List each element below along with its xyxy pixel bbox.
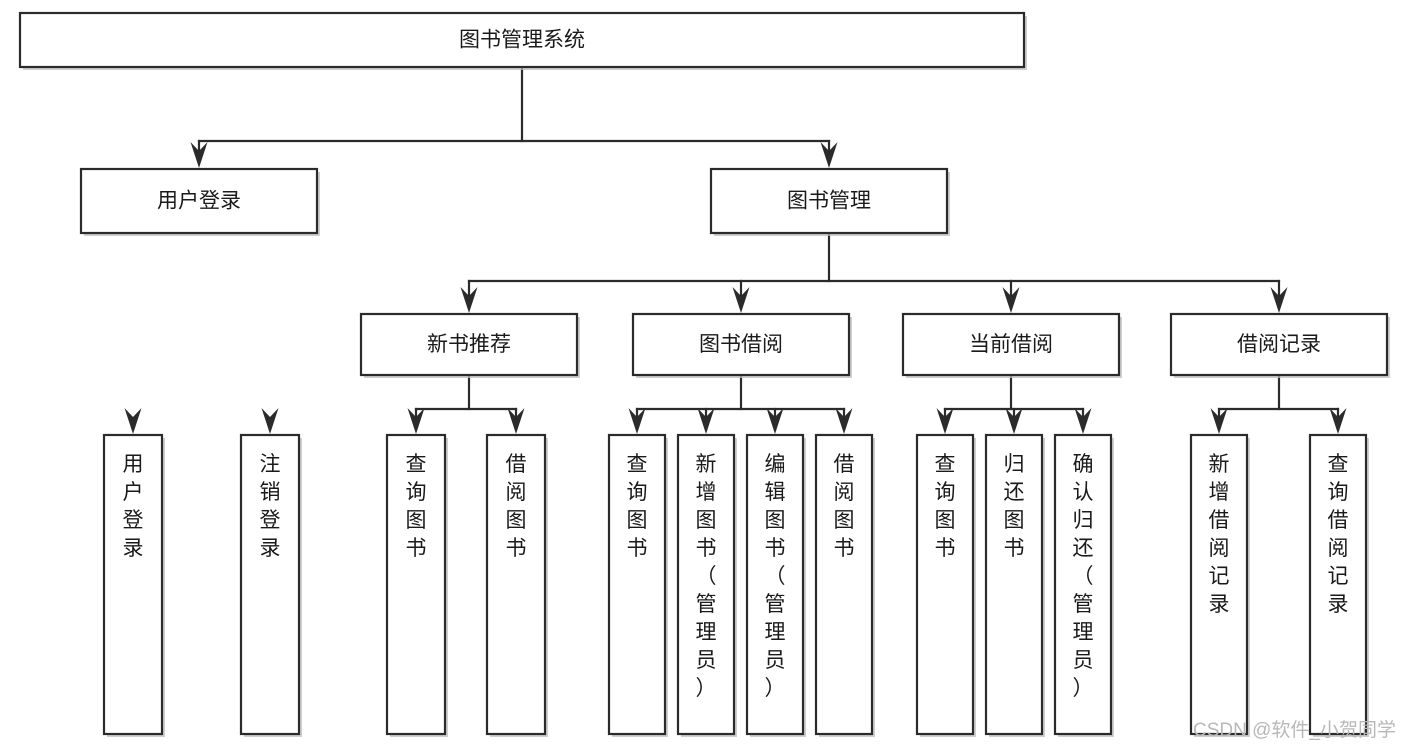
connector-group-l3_a (407, 373, 525, 434)
node-box[interactable] (239, 433, 301, 736)
node-box[interactable] (102, 433, 164, 736)
arrow-head-icon (190, 142, 208, 168)
node-label: 当前借阅 (969, 333, 1053, 356)
node-box[interactable] (79, 167, 319, 235)
node-label: 新增图书（管理员） (696, 453, 717, 700)
node-label: 借阅记录 (1237, 333, 1321, 356)
arrow-head-icon (936, 408, 954, 434)
connector-group-root (190, 65, 838, 168)
node-leaf_8[interactable]: 借阅图书 (814, 433, 875, 737)
node-box[interactable] (385, 433, 447, 736)
node-leaf_5[interactable]: 查询图书 (607, 433, 668, 737)
connector-group-l3_d (1210, 373, 1347, 434)
node-label: 查询图书 (935, 453, 956, 560)
node-label: 注销登录 (260, 453, 281, 560)
node-leaf_6[interactable]: 新增图书（管理员） (676, 433, 737, 737)
node-box[interactable] (745, 433, 805, 736)
arrow-head-icon (766, 408, 784, 434)
node-box[interactable] (814, 433, 874, 736)
connector-group-l3_b (628, 373, 853, 434)
arrow-head-icon (732, 287, 750, 313)
node-label: 查询借阅记录 (1328, 453, 1349, 616)
node-label: 新增借阅记录 (1209, 453, 1230, 616)
node-box[interactable] (915, 433, 975, 736)
arrow-head-icon (697, 408, 715, 434)
node-leaf_4[interactable]: 借阅图书 (485, 433, 548, 737)
arrow-head-icon (261, 408, 279, 434)
node-box[interactable] (18, 11, 1026, 69)
csdn-watermark: CSDN @软件_小贺同学 (1193, 719, 1396, 741)
arrow-head-icon (628, 408, 646, 434)
node-leaf_3[interactable]: 查询图书 (385, 433, 448, 737)
arrow-head-icon (124, 408, 142, 434)
arrow-head-icon (507, 408, 525, 434)
node-box[interactable] (1189, 433, 1249, 736)
node-root[interactable]: 图书管理系统 (18, 11, 1027, 70)
node-label: 编辑图书（管理员） (765, 453, 786, 700)
arrow-head-icon (1002, 287, 1020, 313)
node-box[interactable] (676, 433, 736, 736)
node-box[interactable] (709, 167, 949, 235)
node-leaf_9[interactable]: 查询图书 (915, 433, 976, 737)
node-label: 借阅图书 (834, 453, 855, 560)
node-leaf_10[interactable]: 归还图书 (984, 433, 1045, 737)
arrow-head-icon (1270, 287, 1288, 313)
node-leaf_2[interactable]: 注销登录 (239, 433, 302, 737)
node-box[interactable] (1308, 433, 1368, 736)
node-box[interactable] (485, 433, 547, 736)
node-l2_b[interactable]: 图书管理 (709, 167, 950, 236)
node-box[interactable] (1169, 312, 1389, 377)
node-label: 用户登录 (157, 190, 241, 213)
node-l3_b[interactable]: 图书借阅 (631, 312, 852, 378)
node-layer: 图书管理系统用户登录图书管理新书推荐图书借阅当前借阅借阅记录用户登录注销登录查询… (18, 11, 1390, 737)
arrow-head-icon (1005, 408, 1023, 434)
node-l3_c[interactable]: 当前借阅 (901, 312, 1122, 378)
node-l3_a[interactable]: 新书推荐 (359, 312, 580, 378)
node-leaf_11[interactable]: 确认归还（管理员） (1053, 433, 1114, 737)
node-leaf_7[interactable]: 编辑图书（管理员） (745, 433, 806, 737)
node-label: 查询图书 (406, 453, 427, 560)
connector-group-l2_a (125, 233, 279, 434)
node-label: 归还图书 (1004, 453, 1025, 560)
arrow-head-icon (820, 142, 838, 168)
node-leaf_1[interactable]: 用户登录 (102, 433, 165, 737)
node-label: 图书管理系统 (459, 29, 585, 52)
node-label: 图书借阅 (699, 333, 783, 356)
node-box[interactable] (631, 312, 851, 377)
arrow-head-icon (1210, 408, 1228, 434)
node-box[interactable] (901, 312, 1121, 377)
node-l2_a[interactable]: 用户登录 (79, 167, 320, 236)
node-label: 确认归还（管理员） (1073, 453, 1094, 700)
node-box[interactable] (359, 312, 579, 377)
node-box[interactable] (984, 433, 1044, 736)
connector-layer (125, 67, 1347, 434)
connector-group-l2_b (460, 231, 1288, 313)
connector-group-l3_c (936, 373, 1092, 434)
node-label: 用户登录 (123, 453, 144, 560)
node-label: 新书推荐 (427, 333, 511, 356)
arrow-head-icon (1074, 408, 1092, 434)
node-box[interactable] (607, 433, 667, 736)
arrow-head-icon (407, 408, 425, 434)
arrow-head-icon (835, 408, 853, 434)
node-box[interactable] (1053, 433, 1113, 736)
node-l3_d[interactable]: 借阅记录 (1169, 312, 1390, 378)
arrow-head-icon (1329, 408, 1347, 434)
node-label: 借阅图书 (506, 453, 527, 560)
node-leaf_12[interactable]: 新增借阅记录 (1189, 433, 1250, 737)
node-label: 查询图书 (627, 453, 648, 560)
node-leaf_13[interactable]: 查询借阅记录 (1308, 433, 1369, 737)
node-label: 图书管理 (787, 190, 871, 213)
arrow-head-icon (460, 287, 478, 313)
